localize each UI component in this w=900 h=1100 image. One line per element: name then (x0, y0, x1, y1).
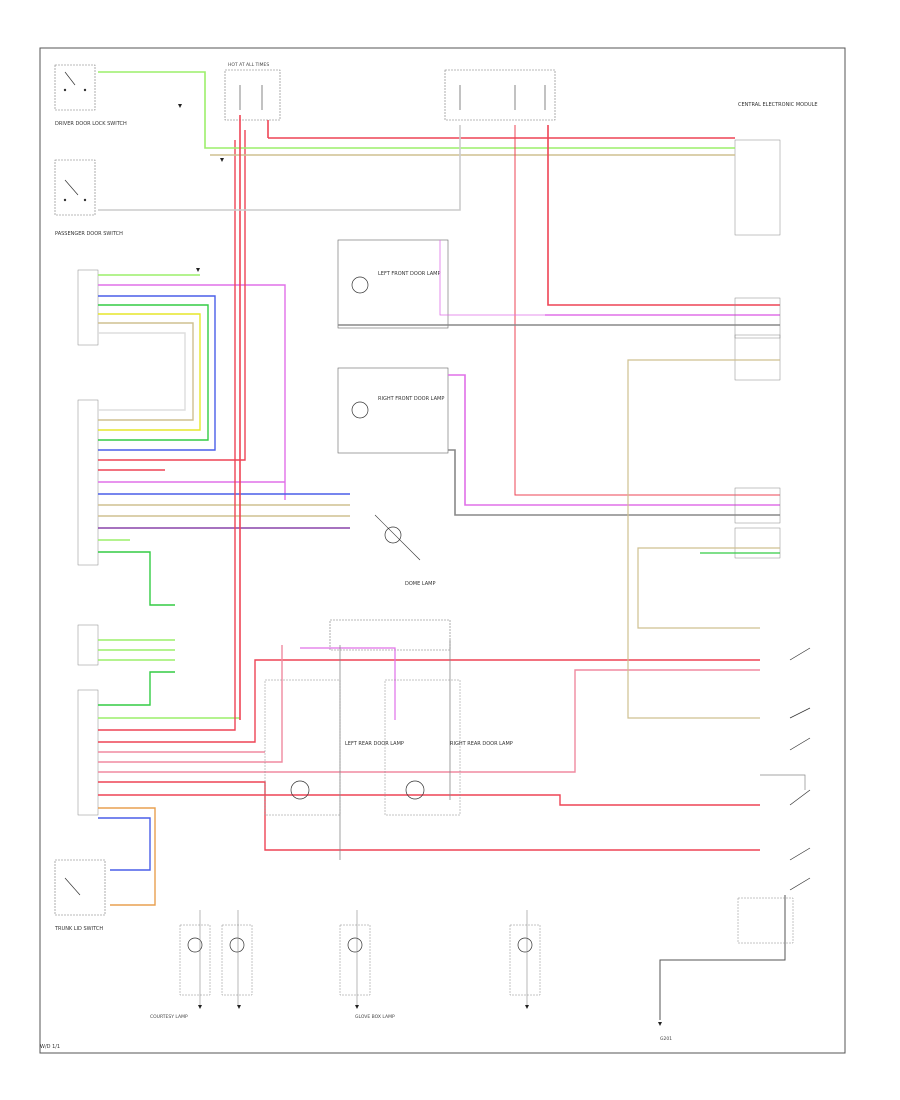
dome-lamp-label: DOME LAMP (405, 581, 436, 587)
bottom-lamps: COURTESY LAMP GLOVE BOX LAMP G201 (150, 924, 672, 1042)
right-rear-door-lamp-label: RIGHT REAR DOOR LAMP (450, 741, 513, 747)
ground-symbols (178, 104, 662, 1026)
door-switch-2-group: PASSENGER DOOR SWITCH (54, 159, 123, 237)
right-lower-gray-wire (659, 895, 794, 1020)
trunk-lid-switch-label: TRUNK LID SWITCH (54, 926, 103, 932)
mid-lower-connector (300, 619, 451, 860)
dome-lamp-switch: DOME LAMP (374, 514, 436, 587)
right-front-door-lamp-label: RIGHT FRONT DOOR LAMP (378, 396, 444, 402)
ground-label: G201 (660, 1036, 672, 1042)
left-upper-wire-bundle (98, 274, 286, 500)
left-front-door-lamp-label: LEFT FRONT DOOR LAMP (378, 271, 440, 277)
passenger-door-switch-label: PASSENGER DOOR SWITCH (55, 231, 123, 237)
courtesy-lamp-label: COURTESY LAMP (150, 1014, 188, 1020)
hot-at-all-times-label: HOT AT ALL TIMES (228, 62, 269, 68)
footer-code: W/D 1/1 (40, 1044, 60, 1050)
driver-door-switch-label: DRIVER DOOR LOCK SWITCH (55, 121, 127, 127)
central-electronic-module-connector: CENTRAL ELECTRONIC MODULE (734, 102, 818, 236)
lower-door-lamps: LEFT REAR DOOR LAMP RIGHT REAR DOOR LAMP (264, 679, 513, 816)
glove-box-lamp-label: GLOVE BOX LAMP (355, 1014, 395, 1020)
driver-door-switch-group: DRIVER DOOR LOCK SWITCH (54, 64, 127, 127)
right-connector-strip (734, 297, 781, 559)
left-connector-column-1 (77, 269, 99, 816)
bottom-vertical-leads (199, 910, 528, 1005)
fuse-block-left: HOT AT ALL TIMES (224, 62, 281, 121)
diagram-frame (39, 47, 846, 1054)
right-front-door-lamp-box: RIGHT FRONT DOOR LAMP (337, 367, 449, 454)
top-wire-bundle (98, 71, 780, 720)
fuse-block-right (444, 69, 556, 121)
left-middle-wire-bundle (98, 130, 350, 606)
right-olive-wire (627, 359, 780, 719)
central-electronic-module-label: CENTRAL ELECTRONIC MODULE (738, 102, 818, 108)
left-lower-wire-bundle (98, 140, 760, 906)
left-rear-door-lamp-label: LEFT REAR DOOR LAMP (345, 741, 404, 747)
right-door-switches (760, 647, 811, 891)
trunk-lid-switch-group: TRUNK LID SWITCH (54, 859, 106, 932)
left-front-door-lamp-box: LEFT FRONT DOOR LAMP (337, 239, 449, 329)
